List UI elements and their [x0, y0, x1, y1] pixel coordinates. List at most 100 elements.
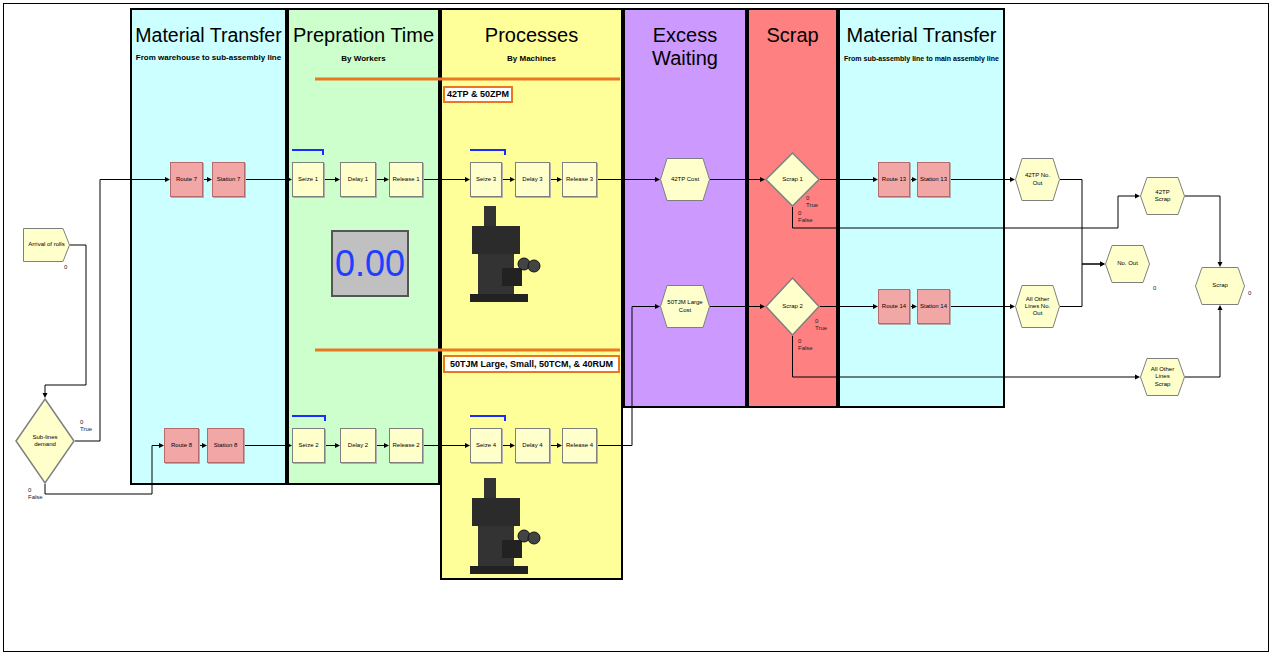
module-outline-path — [766, 278, 819, 335]
outer-frame — [4, 4, 1269, 652]
queue-bar — [470, 416, 505, 421]
flow-count: True — [815, 325, 827, 332]
module-label: Station 14 — [920, 303, 947, 310]
group-divider — [315, 78, 620, 81]
arrow-head — [1218, 305, 1223, 310]
connector — [1185, 196, 1223, 267]
arrow-head — [655, 177, 660, 182]
arrow-head — [287, 177, 292, 182]
region-subtitle: From sub-assembly line to main assembly … — [844, 55, 999, 63]
connector-line — [423, 445, 465, 446]
arrow-head — [465, 443, 470, 448]
connector — [820, 177, 878, 182]
arrow-head — [202, 443, 207, 448]
module-label: Route 13 — [882, 176, 906, 183]
module-label: Delay 2 — [348, 442, 368, 449]
flow-count: 0 — [815, 318, 818, 325]
arrow-head — [1135, 375, 1140, 380]
region-subtitle: By Workers — [341, 54, 385, 64]
queue-bar — [292, 150, 323, 155]
connector — [423, 177, 470, 182]
flow-count: False — [28, 494, 43, 501]
flow-count: True — [80, 426, 92, 433]
region-heading: Material Transfer — [846, 24, 996, 47]
flow-count: 0 — [64, 264, 67, 271]
counter-value: 0.00 — [335, 244, 405, 284]
arrow-head — [159, 443, 164, 448]
group-tag: 42TP & 50ZPM — [443, 86, 513, 103]
module-label: Route 7 — [176, 176, 197, 183]
machine-icon — [470, 206, 540, 302]
arrow-head — [760, 177, 765, 182]
module-outline-path — [1016, 286, 1060, 328]
connector — [950, 304, 1015, 309]
connector — [793, 194, 1141, 229]
flow-count: False — [798, 345, 813, 352]
connector-line — [203, 179, 207, 180]
arrow-head — [165, 177, 170, 182]
connector-line — [597, 179, 655, 180]
module-outline-path — [1141, 178, 1185, 215]
module-label: Seize 3 — [476, 176, 496, 183]
module-label: Scrap 1 — [782, 176, 803, 183]
connector — [324, 177, 340, 182]
region-band: Excess Waiting42TP Cost50TJM Large Cost — [623, 8, 747, 408]
process-module: Delay 3 — [515, 162, 550, 197]
connector — [502, 177, 515, 182]
flow-count: 0 — [1153, 285, 1156, 292]
flow-count: 0 — [80, 419, 83, 426]
arrow-head — [557, 443, 562, 448]
connector — [45, 443, 164, 494]
connector-line — [950, 306, 1010, 307]
arrow-head — [1218, 262, 1223, 267]
connector — [1185, 305, 1223, 377]
module-label: All Other Lines No. Out — [1022, 296, 1053, 318]
module-label: 50TJM Large Cost — [667, 299, 703, 313]
arrow-head — [335, 177, 340, 182]
connector-line — [820, 179, 873, 180]
module-outline-path — [661, 286, 710, 328]
module-outline-path — [661, 159, 710, 201]
region-subtitle: By Machines — [507, 54, 556, 64]
connector — [1060, 180, 1105, 267]
assign-record-module: 42TP Scrap — [1140, 177, 1185, 215]
connector-line — [423, 179, 465, 180]
connector — [950, 177, 1015, 182]
arrow-head — [1100, 262, 1105, 267]
module-label: Scrap 2 — [782, 303, 803, 310]
assign-record-module: All Other Lines Scrap — [1140, 358, 1185, 396]
process-module: Release 1 — [389, 162, 423, 197]
module-label: Delay 4 — [522, 442, 542, 449]
connector — [820, 304, 878, 309]
connector-line — [820, 306, 873, 307]
route-station-module: Route 13 — [878, 162, 910, 197]
arrow-head — [335, 443, 340, 448]
arrow-head — [465, 177, 470, 182]
counter-display: 0.00 — [331, 230, 409, 297]
decide-diamond: Scrap 2 — [765, 277, 820, 336]
connector — [1060, 262, 1105, 307]
route-station-module: Station 7 — [212, 162, 245, 197]
decide-diamond: Scrap 1 — [765, 152, 820, 207]
region-heading: Scrap — [766, 24, 818, 47]
process-module: Seize 2 — [292, 428, 325, 463]
region-band: Material TransferFrom sub-assembly line … — [838, 8, 1005, 408]
module-label: Scrap — [1212, 282, 1228, 289]
flow-count: True — [806, 202, 818, 209]
flow-count: 0 — [806, 195, 809, 202]
process-module: Seize 3 — [470, 162, 502, 197]
route-station-module: Station 14 — [917, 289, 950, 324]
flow-count: 0 — [28, 487, 31, 494]
arrow-head — [207, 177, 212, 182]
arrow-head — [43, 393, 48, 398]
region-heading: Prepration Time — [293, 24, 434, 47]
group-divider — [315, 349, 620, 352]
flow-count: 0 — [798, 338, 801, 345]
module-label: Delay 1 — [348, 176, 368, 183]
arrow-head — [1135, 194, 1140, 199]
module-label: Arrival of rolls — [28, 241, 64, 248]
connector-line — [199, 445, 202, 446]
module-outline-path — [16, 399, 74, 483]
